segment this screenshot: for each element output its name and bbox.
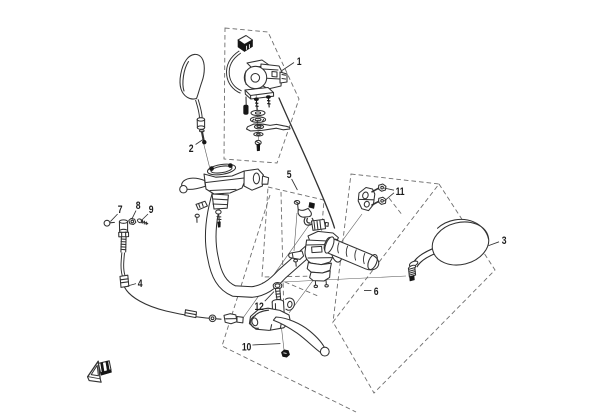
callout-leader-10 xyxy=(252,343,281,346)
callout-2: 2 xyxy=(189,143,194,155)
callout-9: 9 xyxy=(149,204,154,216)
callout-leader-2 xyxy=(195,139,204,145)
callout-leader-11 xyxy=(383,187,395,202)
callout-leader-8 xyxy=(131,210,137,220)
callout-leaders xyxy=(110,62,500,346)
callout-1: 1 xyxy=(297,56,302,68)
callout-8: 8 xyxy=(136,200,141,212)
group-outline-aux2 xyxy=(284,281,319,297)
group-outline-part6 xyxy=(332,183,496,394)
callout-4: 4 xyxy=(138,278,143,290)
axis-left-mirror xyxy=(202,140,211,170)
callout-leader-5 xyxy=(291,178,298,191)
group-outline-part1 xyxy=(223,27,300,164)
callout-12: 12 xyxy=(254,301,264,313)
part-clamp-11 xyxy=(357,183,387,212)
callout-6: 6 xyxy=(374,286,379,298)
part-throttle-cable-4 xyxy=(118,219,244,325)
part-switch-assembly-1 xyxy=(226,34,291,152)
axis-throttle-cable xyxy=(242,220,313,319)
left-lever-assembly xyxy=(179,163,270,228)
callout-5: 5 xyxy=(287,169,292,181)
part-right-mirror-3 xyxy=(407,218,490,282)
callout-leader-3 xyxy=(488,241,500,246)
part-pivot-bolt-12 xyxy=(272,281,283,303)
axis-right-mirror-stud xyxy=(261,275,407,284)
callout-leader-4 xyxy=(127,283,137,287)
wiring-harness-line xyxy=(278,97,336,229)
callout-7: 7 xyxy=(118,204,123,216)
callout-leader-9 xyxy=(140,213,149,222)
throttle-grip xyxy=(323,236,380,271)
part-brake-lever-10 xyxy=(248,307,330,358)
group-outline-aux3 xyxy=(388,197,404,217)
callout-11: 11 xyxy=(396,186,405,198)
axis-housing-screw xyxy=(293,212,298,252)
callout-3: 3 xyxy=(502,235,507,247)
handlebar-tube xyxy=(205,184,320,298)
front-direction-arrow-icon xyxy=(86,360,112,383)
callout-leader-12 xyxy=(264,291,275,302)
callout-labels: 1 2 3 4 5 6 7 8 9 10 11 12 xyxy=(118,56,508,354)
part-left-mirror-2 xyxy=(179,53,207,145)
callout-leader-1 xyxy=(281,62,295,71)
part-fasteners-789 xyxy=(103,217,149,227)
group-outline-aux1 xyxy=(280,191,285,321)
callout-leader-7 xyxy=(110,213,118,222)
callout-10: 10 xyxy=(242,342,252,354)
